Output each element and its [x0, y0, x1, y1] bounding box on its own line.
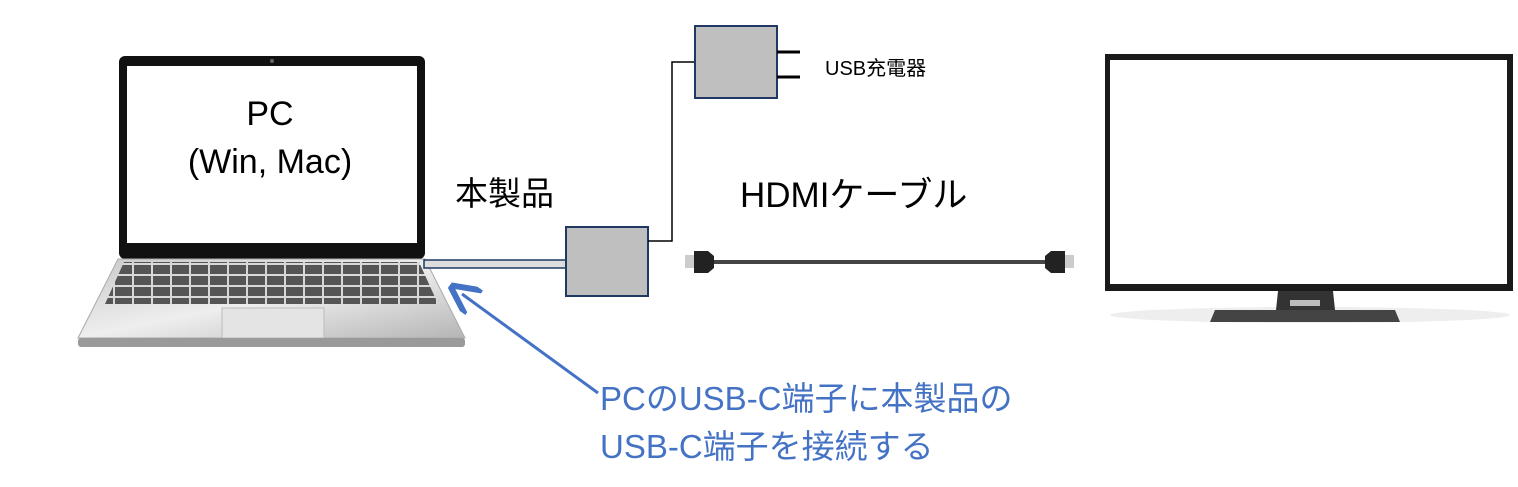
hdmi-label: HDMIケーブル: [740, 176, 968, 215]
laptop-icon: [77, 56, 466, 347]
product-label: 本製品: [455, 175, 554, 212]
charger-cable: [648, 61, 695, 242]
pc-title: PC: [246, 95, 294, 133]
pc-subtitle: (Win, Mac): [187, 143, 353, 181]
charger-label: USB充電器: [825, 58, 927, 80]
adapter-box: [565, 226, 649, 297]
usb-charger-icon: [694, 25, 800, 99]
hdmi-cable-icon: [685, 251, 1074, 273]
instruction-line-2: USB-C端子を接続する: [600, 428, 934, 465]
monitor-icon: [1105, 54, 1513, 323]
usb-c-cable: [423, 259, 567, 269]
instruction-line-1: PCのUSB-C端子に本製品の: [600, 380, 1013, 417]
instruction-arrow: [462, 294, 599, 395]
